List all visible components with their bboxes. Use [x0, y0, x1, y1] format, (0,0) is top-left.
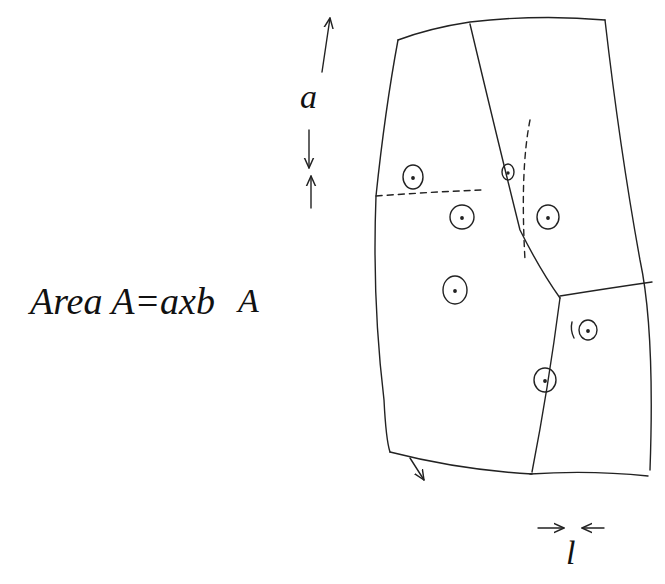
dimension-label: l [566, 536, 575, 570]
slab-edge [560, 282, 652, 296]
slab-outline [398, 17, 605, 40]
dimension-arrows [309, 18, 604, 528]
slab-edge [523, 120, 530, 260]
slab-edge [532, 298, 560, 472]
slab-outline [375, 40, 398, 452]
slab-edge [390, 452, 532, 474]
slab-edge [376, 190, 482, 196]
slab-outline [530, 472, 648, 476]
dimension-label: a [300, 80, 317, 114]
slab-edge [470, 24, 560, 298]
area-formula: Area A=axb [30, 282, 215, 320]
dimension-label: A [238, 284, 259, 318]
pore-circles [403, 164, 597, 392]
slab-outline [605, 20, 651, 470]
